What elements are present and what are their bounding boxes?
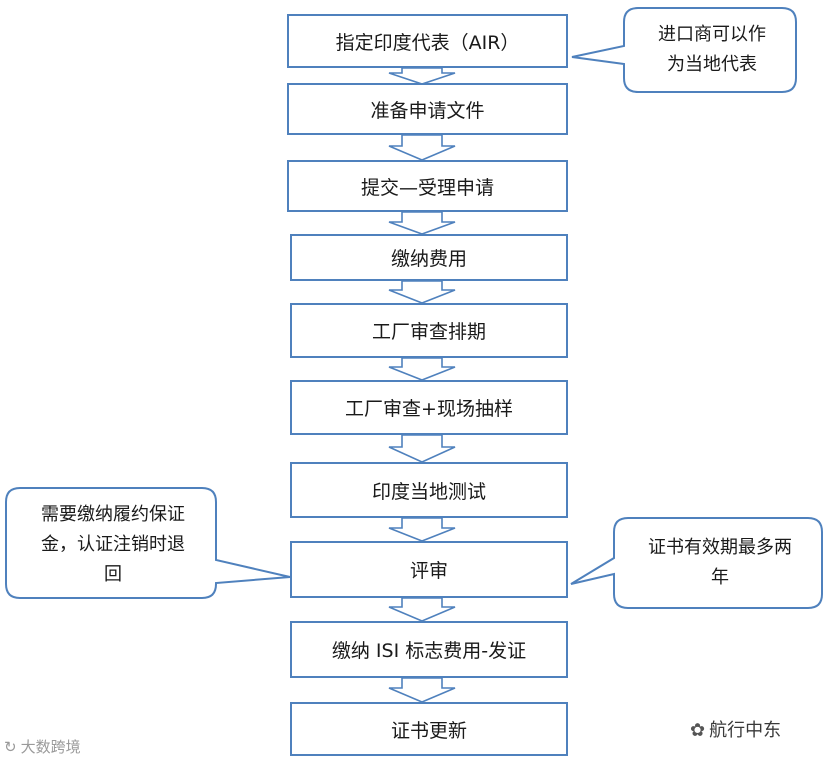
step-label: 评审 bbox=[409, 560, 448, 582]
arrow-6-7 bbox=[388, 517, 456, 542]
step-local-testing: 印度当地测试 bbox=[290, 462, 568, 518]
step-submit-application: 提交—受理申请 bbox=[287, 160, 568, 212]
step-label: 缴纳 ISI 标志费用-发证 bbox=[331, 640, 527, 662]
arrow-1-2 bbox=[388, 134, 456, 161]
step-factory-audit-scheduling: 工厂审查排期 bbox=[290, 303, 568, 358]
step-label: 准备申请文件 bbox=[370, 99, 485, 122]
step-certificate-renewal: 证书更新 bbox=[290, 702, 568, 756]
step-isi-fee-certificate: 缴纳 ISI 标志费用-发证 bbox=[290, 621, 568, 678]
step-label: 印度当地测试 bbox=[371, 480, 486, 503]
callout-validity-bubble bbox=[570, 517, 823, 609]
step-label: 证书更新 bbox=[390, 719, 467, 742]
step-label: 工厂审查+现场抽样 bbox=[345, 398, 513, 420]
arrow-3-4 bbox=[388, 280, 456, 304]
arrow-0-1 bbox=[388, 67, 456, 85]
arrow-4-5 bbox=[388, 357, 456, 381]
step-designate-air: 指定印度代表（AIR） bbox=[287, 14, 568, 68]
step-label: 提交—受理申请 bbox=[360, 176, 494, 199]
logo-icon: ↻ bbox=[4, 738, 17, 756]
arrow-8-9 bbox=[388, 677, 456, 703]
step-label: 缴纳费用 bbox=[390, 248, 467, 270]
callout-air-rep: 进口商可以作 为当地代表 bbox=[632, 10, 792, 90]
wechat-icon: ✿ bbox=[690, 720, 706, 741]
arrow-5-6 bbox=[388, 434, 456, 463]
step-review: 评审 bbox=[290, 541, 568, 598]
callout-line: 金，认证注销时退 bbox=[41, 534, 185, 555]
callout-deposit-bubble bbox=[5, 487, 291, 599]
step-pay-fees: 缴纳费用 bbox=[290, 234, 568, 281]
callout-line: 需要缴纳履约保证 bbox=[41, 504, 185, 525]
callout-line: 证书有效期最多两 bbox=[648, 537, 792, 558]
callout-line: 为当地代表 bbox=[667, 54, 757, 75]
callout-validity: 证书有效期最多两 年 bbox=[618, 522, 822, 604]
step-prepare-documents: 准备申请文件 bbox=[287, 83, 568, 135]
arrow-2-3 bbox=[388, 211, 456, 235]
step-label: 工厂审查排期 bbox=[371, 321, 486, 343]
callout-line: 进口商可以作 bbox=[658, 24, 766, 45]
watermark-left-text: 大数跨境 bbox=[20, 738, 81, 756]
callout-air-rep-bubble bbox=[571, 7, 797, 93]
step-label: 指定印度代表（AIR） bbox=[335, 31, 520, 54]
watermark-right: ✿航行中东 bbox=[690, 716, 781, 742]
callout-deposit: 需要缴纳履约保证 金，认证注销时退 回 bbox=[10, 492, 216, 588]
watermark-left: ↻大数跨境 bbox=[4, 736, 81, 757]
step-factory-audit-sampling: 工厂审查+现场抽样 bbox=[290, 380, 568, 435]
arrow-7-8 bbox=[388, 597, 456, 622]
watermark-right-text: 航行中东 bbox=[709, 720, 782, 741]
callout-line: 年 bbox=[711, 567, 729, 588]
callout-line: 回 bbox=[104, 564, 122, 585]
